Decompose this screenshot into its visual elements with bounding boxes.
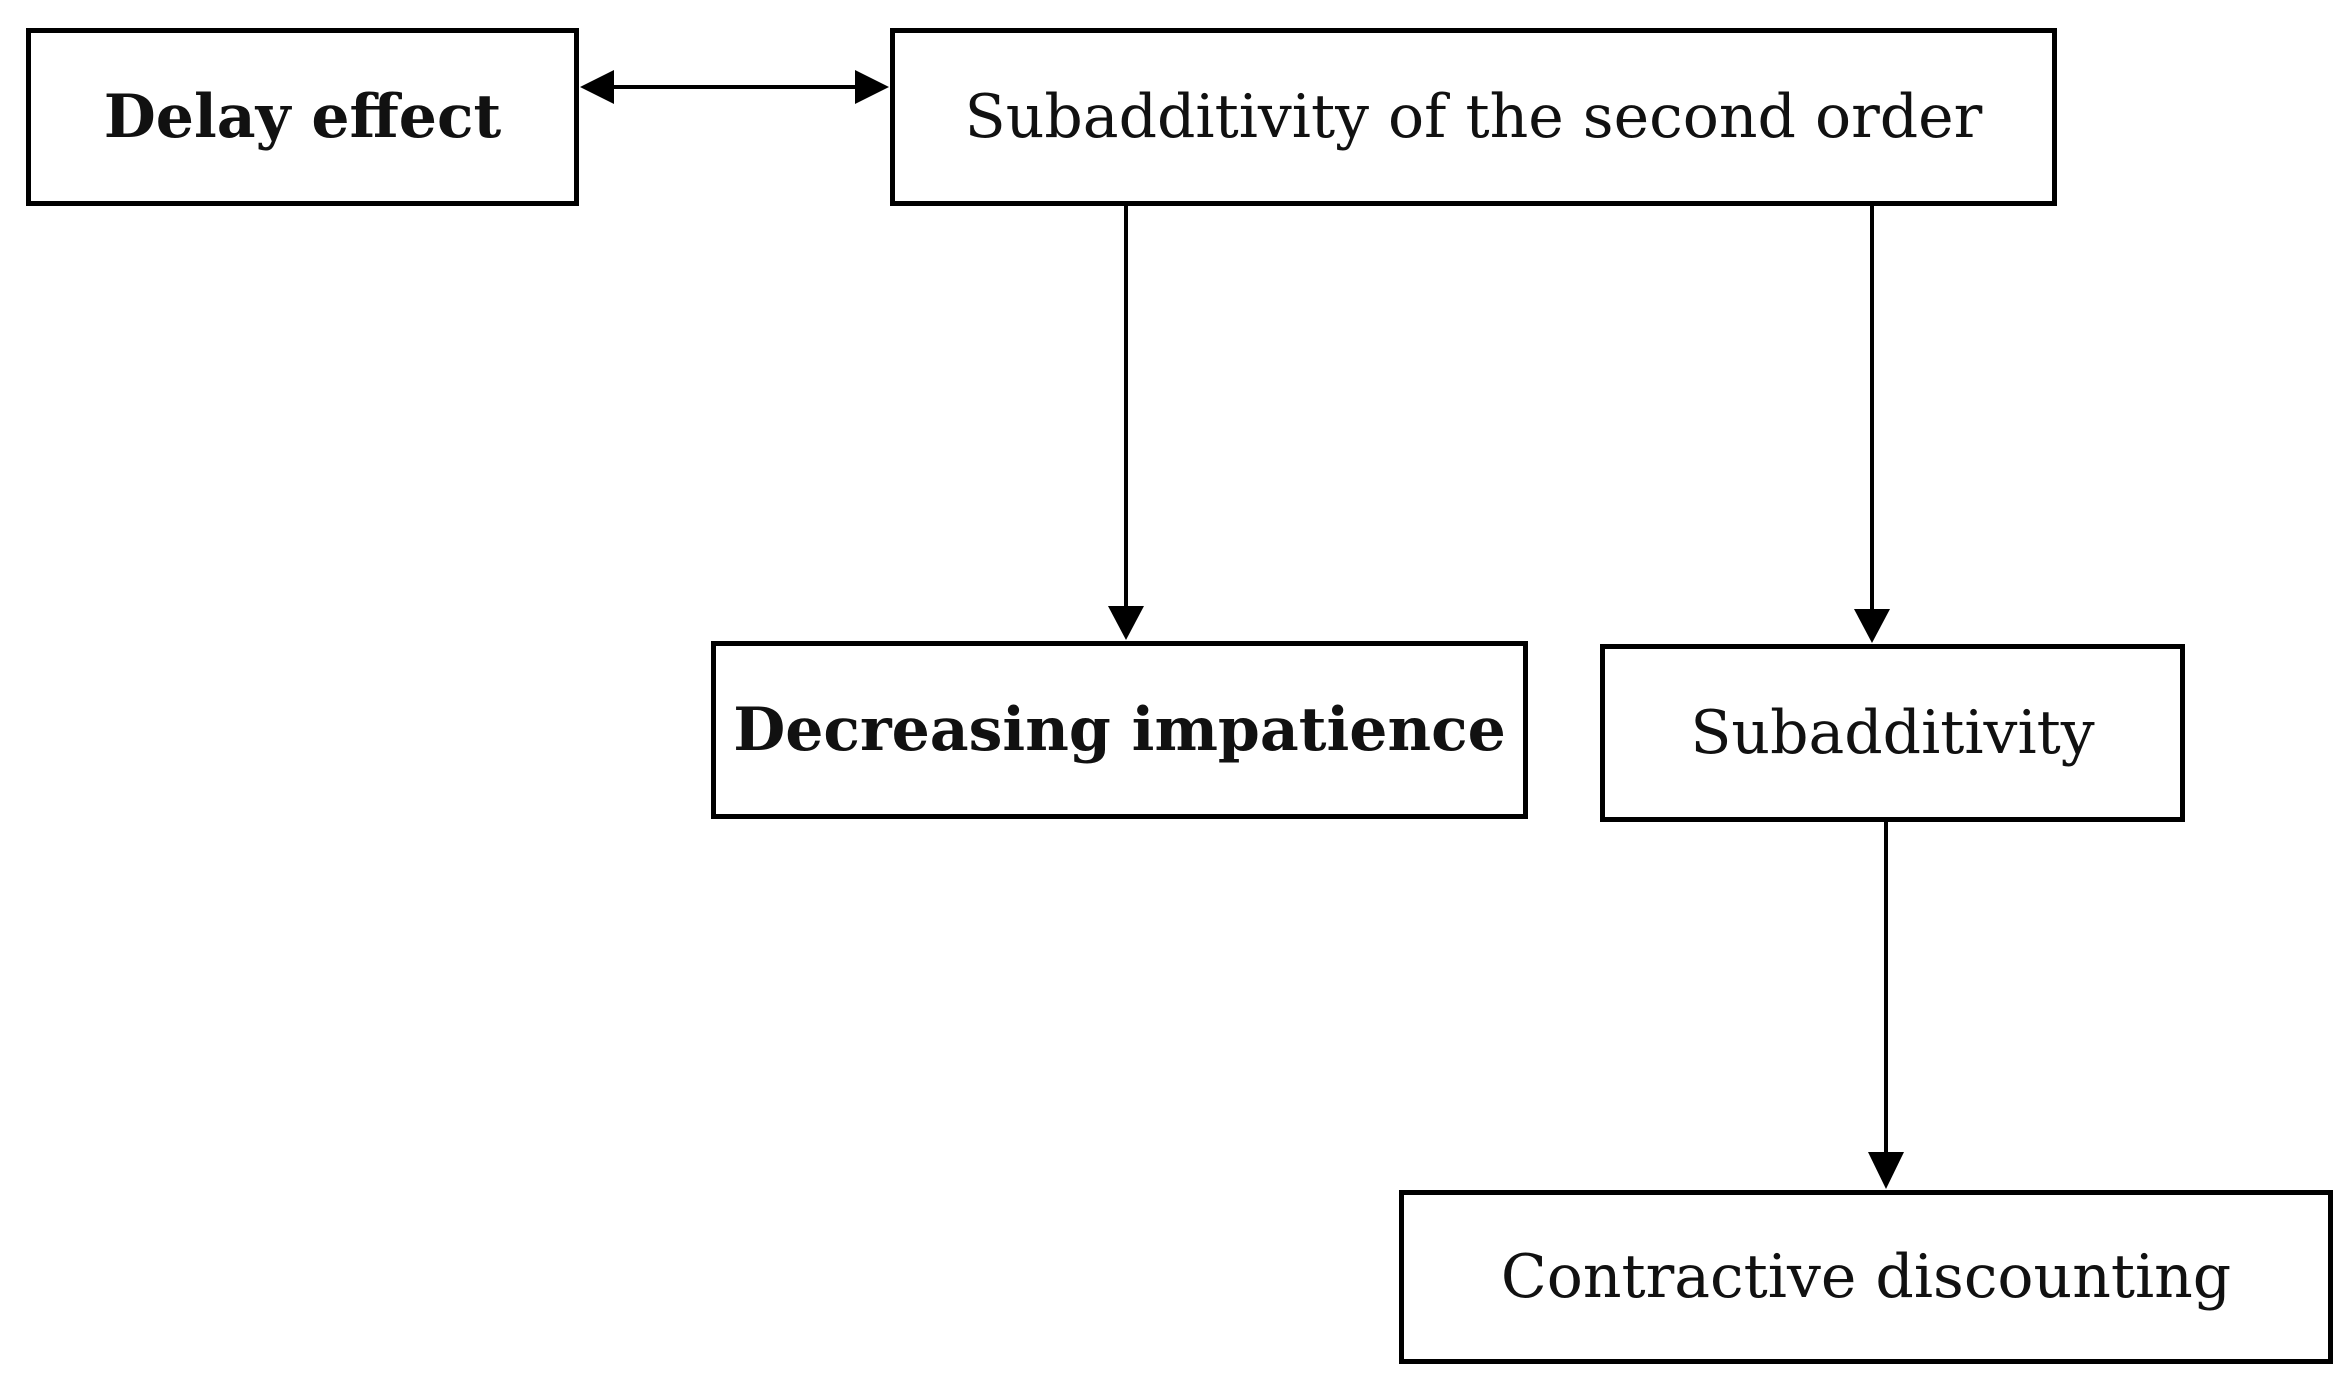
node-delay-effect: Delay effect: [26, 28, 579, 206]
node-contractive-discounting: Contractive discounting: [1399, 1190, 2333, 1364]
node-subadditivity-second-order-label: Subadditivity of the second order: [964, 82, 1983, 152]
edge-subadditivity-second-order-to-subadditivity: [1854, 206, 1890, 643]
node-subadditivity-second-order: Subadditivity of the second order: [890, 28, 2057, 206]
node-subadditivity-label: Subadditivity: [1690, 698, 2095, 768]
node-decreasing-impatience-label: Decreasing impatience: [733, 695, 1506, 765]
edge-subadditivity-second-order-to-decreasing-impatience: [1108, 206, 1144, 640]
edge-delay-to-subadditivity-second-order: [580, 70, 889, 104]
node-subadditivity: Subadditivity: [1600, 644, 2185, 822]
edge-subadditivity-to-contractive-discounting: [1868, 822, 1904, 1189]
node-decreasing-impatience: Decreasing impatience: [711, 641, 1528, 819]
node-contractive-discounting-label: Contractive discounting: [1500, 1242, 2232, 1312]
node-delay-effect-label: Delay effect: [103, 82, 502, 152]
